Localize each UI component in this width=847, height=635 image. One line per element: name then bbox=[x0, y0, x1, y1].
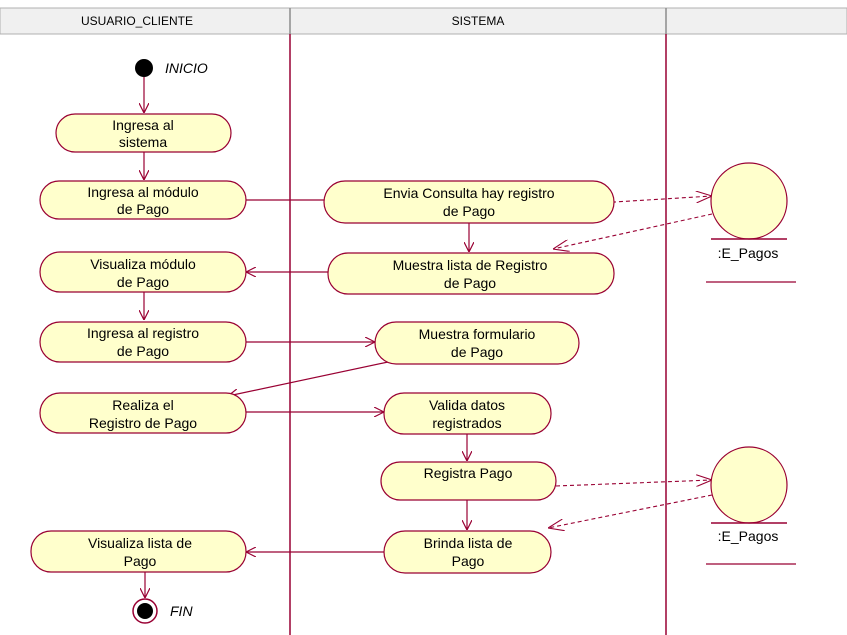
activity-label-line1: Brinda lista de bbox=[424, 535, 513, 551]
activity-valida-datos: Valida datos registrados bbox=[383, 392, 552, 435]
dep-a3-to-obj1 bbox=[597, 196, 712, 204]
activity-label-line1: Envia Consulta hay registro bbox=[383, 185, 554, 201]
activity-ingresa-registro-pago: Ingresa al registro de Pago bbox=[39, 321, 247, 363]
activity-label-line2: Registro de Pago bbox=[89, 415, 197, 431]
activity-label-line2: de Pago bbox=[443, 203, 495, 219]
activity-registra-pago: Registra Pago bbox=[380, 461, 557, 501]
entity-label: :E_Pagos bbox=[718, 245, 779, 261]
activity-label-line2: sistema bbox=[119, 134, 167, 150]
swimlane-title-sistema: SISTEMA bbox=[452, 14, 505, 28]
entity-label: :E_Pagos bbox=[718, 528, 779, 544]
activity-label-line1: Ingresa al registro bbox=[87, 325, 199, 341]
dep-obj1-to-a5 bbox=[553, 213, 713, 249]
activity-muestra-lista-registro: Muestra lista de Registro de Pago bbox=[327, 252, 615, 295]
dep-obj2-to-a12 bbox=[548, 494, 713, 528]
activity-visualiza-modulo-pago: Visualiza módulo de Pago bbox=[39, 251, 247, 293]
object-flows bbox=[548, 196, 712, 528]
activity-label-line1: Muestra lista de Registro bbox=[393, 257, 548, 273]
activity-label-line1: Registra Pago bbox=[424, 465, 513, 481]
activity-label-line1: Ingresa al bbox=[112, 117, 173, 133]
activity-envia-consulta: Envia Consulta hay registro de Pago bbox=[323, 180, 615, 224]
activity-label-line2: de Pago bbox=[117, 343, 169, 359]
start-label: INICIO bbox=[165, 60, 208, 76]
activity-brinda-lista-pago: Brinda lista de Pago bbox=[383, 530, 552, 574]
activity-label-line1: Realiza el bbox=[112, 397, 173, 413]
entity-object-e-pagos-2: :E_Pagos bbox=[706, 446, 796, 565]
activity-ingresa-modulo-pago: Ingresa al módulo de Pago bbox=[39, 180, 247, 220]
activity-label-line1: Visualiza módulo bbox=[90, 256, 196, 272]
activity-label-line2: de Pago bbox=[444, 275, 496, 291]
activity-muestra-formulario: Muestra formulario de Pago bbox=[374, 321, 580, 365]
activity-label-line1: Valida datos bbox=[429, 397, 505, 413]
flow-a7-to-a8 bbox=[228, 361, 389, 396]
activity-label-line1: Ingresa al módulo bbox=[87, 184, 199, 200]
swimlane-title-usuario: USUARIO_CLIENTE bbox=[81, 14, 193, 28]
end-label: FIN bbox=[170, 603, 193, 619]
activity-label-line2: registrados bbox=[432, 415, 501, 431]
activity-label-line1: Visualiza lista de bbox=[88, 535, 192, 551]
activity-label-line1: Muestra formulario bbox=[419, 326, 536, 342]
activity-realiza-registro-pago: Realiza el Registro de Pago bbox=[39, 392, 247, 434]
dep-a10-to-obj2 bbox=[555, 480, 712, 486]
activity-ingresa-sistema: Ingresa al sistema bbox=[55, 113, 232, 153]
activity-label-line2: de Pago bbox=[117, 201, 169, 217]
end-node: FIN bbox=[132, 598, 193, 624]
activity-visualiza-lista-pago: Visualiza lista de Pago bbox=[30, 530, 247, 573]
activity-label-line2: Pago bbox=[124, 553, 157, 569]
swimlane-header: USUARIO_CLIENTE SISTEMA bbox=[0, 0, 847, 35]
start-node: INICIO bbox=[135, 59, 208, 77]
activity-label-line2: de Pago bbox=[117, 274, 169, 290]
entity-object-e-pagos-1: :E_Pagos bbox=[706, 162, 796, 283]
activity-label-line2: Pago bbox=[452, 553, 485, 569]
activity-label-line2: de Pago bbox=[451, 344, 503, 360]
